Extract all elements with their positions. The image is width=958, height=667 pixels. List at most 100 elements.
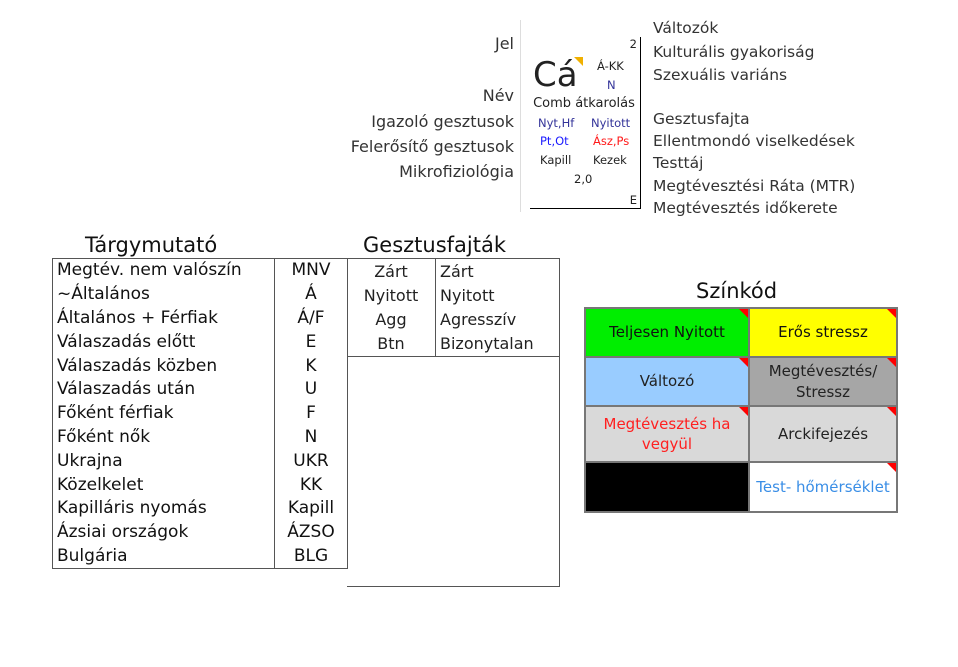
card-micro-right: Kezek [593, 153, 627, 167]
red-corner-marker [739, 358, 748, 367]
index-abbrev: E [274, 330, 348, 355]
index-abbrev: K [274, 354, 348, 378]
index-title: Tárgymutató [85, 233, 218, 257]
colorcode-cell: Megtévesztés ha vegyül [585, 406, 749, 462]
index-term: Válaszadás közben [57, 355, 218, 376]
index-term: Kapilláris nyomás [57, 498, 207, 519]
label-mikro: Mikrofiziológia [399, 162, 514, 181]
index-abbrev: ÁZSO [274, 520, 348, 545]
index-term: Főként nők [57, 426, 151, 447]
table-row: Válaszadás után U [53, 377, 348, 402]
card-name: Comb átkarolás [533, 96, 635, 111]
colorcode-label: Erős stressz [778, 323, 868, 342]
index-term: Főként férfiak [57, 403, 174, 424]
index-abbrev: F [274, 401, 348, 426]
right-label: Változók [653, 19, 719, 37]
gesture-abbrev: Nyitott [347, 283, 436, 308]
gestures-title: Gesztusfajták [363, 233, 507, 257]
table-row: Megtév. nem valószín MNV [53, 258, 348, 283]
colorcode-cell [585, 462, 749, 512]
index-term: ~Általános [57, 284, 150, 305]
gesture-name: Agresszív [440, 309, 517, 329]
colorcode-label: Teljesen Nyitott [609, 323, 725, 342]
divider [520, 20, 521, 212]
table-row: Válaszadás előtt E [53, 330, 348, 355]
index-abbrev: KK [274, 473, 348, 497]
gesture-abbrev: Agg [347, 307, 436, 332]
table-row: Kapilláris nyomás Kapill [53, 496, 348, 521]
index-term: Bulgária [57, 545, 128, 566]
card-time: E [629, 193, 637, 207]
card-symbol: Cá [533, 55, 578, 95]
colorcode-label: Arckifejezés [777, 424, 869, 443]
right-label: Gesztusfajta [653, 110, 750, 128]
right-label: Kulturális gyakoriság [653, 43, 815, 61]
right-label: Megtévesztés időkerete [653, 199, 838, 217]
table-row: Közelkelet KK [53, 473, 348, 497]
label-felerosito: Felerősítő gesztusok [350, 137, 514, 156]
colorcode-cell: Megtévesztés/ Stressz [749, 357, 897, 406]
gesture-name: Zárt [440, 261, 474, 281]
colorcode-cell: Változó [585, 357, 749, 406]
colorcode-cell: Test- hőmérséklet [749, 462, 897, 512]
index-abbrev: BLG [274, 544, 348, 569]
table-row: Főként férfiak F [53, 401, 348, 426]
red-corner-marker [887, 407, 896, 416]
card-conf-left: Nyt,Hf [538, 116, 575, 130]
index-abbrev: Á/F [274, 306, 348, 331]
index-abbrev: MNV [274, 258, 348, 283]
table-row: ~Általános Á [53, 282, 348, 307]
card-sexual: N [607, 78, 616, 92]
index-abbrev: N [274, 425, 348, 450]
colorcode-cell: Erős stressz [749, 308, 897, 357]
index-abbrev: Kapill [274, 496, 348, 521]
table-row: Válaszadás közben K [53, 354, 348, 378]
label-nev: Név [482, 86, 514, 105]
card-top-right: 2 [629, 37, 637, 51]
index-term: Válaszadás után [57, 379, 196, 400]
index-term: Ukrajna [57, 450, 123, 471]
gesture-card: 2 Cá Á-KK N Comb átkarolás Nyt,Hf Nyitot… [530, 37, 641, 209]
label-jel: Jel [494, 34, 514, 53]
table-row: Ázsiai országok ÁZSO [53, 520, 348, 545]
colorcode-cell: Teljesen Nyitott [585, 308, 749, 357]
index-term: Ázsiai országok [57, 522, 189, 543]
card-micro-left: Kapill [540, 153, 572, 167]
index-abbrev: Á [274, 282, 348, 307]
right-label: Ellentmondó viselkedések [653, 132, 855, 150]
colorcode-title: Színkód [696, 279, 778, 303]
card-amp-right: Ász,Ps [593, 134, 630, 148]
table-row: Általános + Férfiak Á/F [53, 306, 348, 331]
colorcode-label: Változó [639, 372, 695, 391]
table-row: Bulgária BLG [53, 544, 348, 569]
corner-marker [574, 57, 583, 66]
index-abbrev: UKR [274, 449, 348, 474]
card-cultural: Á-KK [597, 59, 624, 73]
label-igazolo: Igazoló gesztusok [371, 112, 514, 131]
card-rate: 2,0 [574, 172, 593, 186]
gesture-name: Nyitott [440, 285, 495, 305]
table-row: Főként nők N [53, 425, 348, 450]
index-term: Közelkelet [57, 474, 144, 495]
gesture-abbrev: Zárt [347, 259, 436, 284]
gesture-name: Bizonytalan [440, 334, 534, 354]
gesture-abbrev: Btn [347, 331, 436, 356]
red-corner-marker [887, 309, 896, 318]
index-term: Általános + Férfiak [57, 307, 218, 328]
index-abbrev: U [274, 377, 348, 402]
red-corner-marker [887, 358, 896, 367]
index-term: Válaszadás előtt [57, 331, 196, 352]
colorcode-label: Test- hőmérséklet [756, 477, 890, 496]
index-term: Megtév. nem valószín [57, 260, 242, 281]
red-corner-marker [739, 309, 748, 318]
card-conf-right: Nyitott [591, 116, 631, 130]
right-label: Szexuális variáns [653, 66, 788, 84]
red-corner-marker [887, 463, 896, 472]
table-row: Ukrajna UKR [53, 449, 348, 474]
